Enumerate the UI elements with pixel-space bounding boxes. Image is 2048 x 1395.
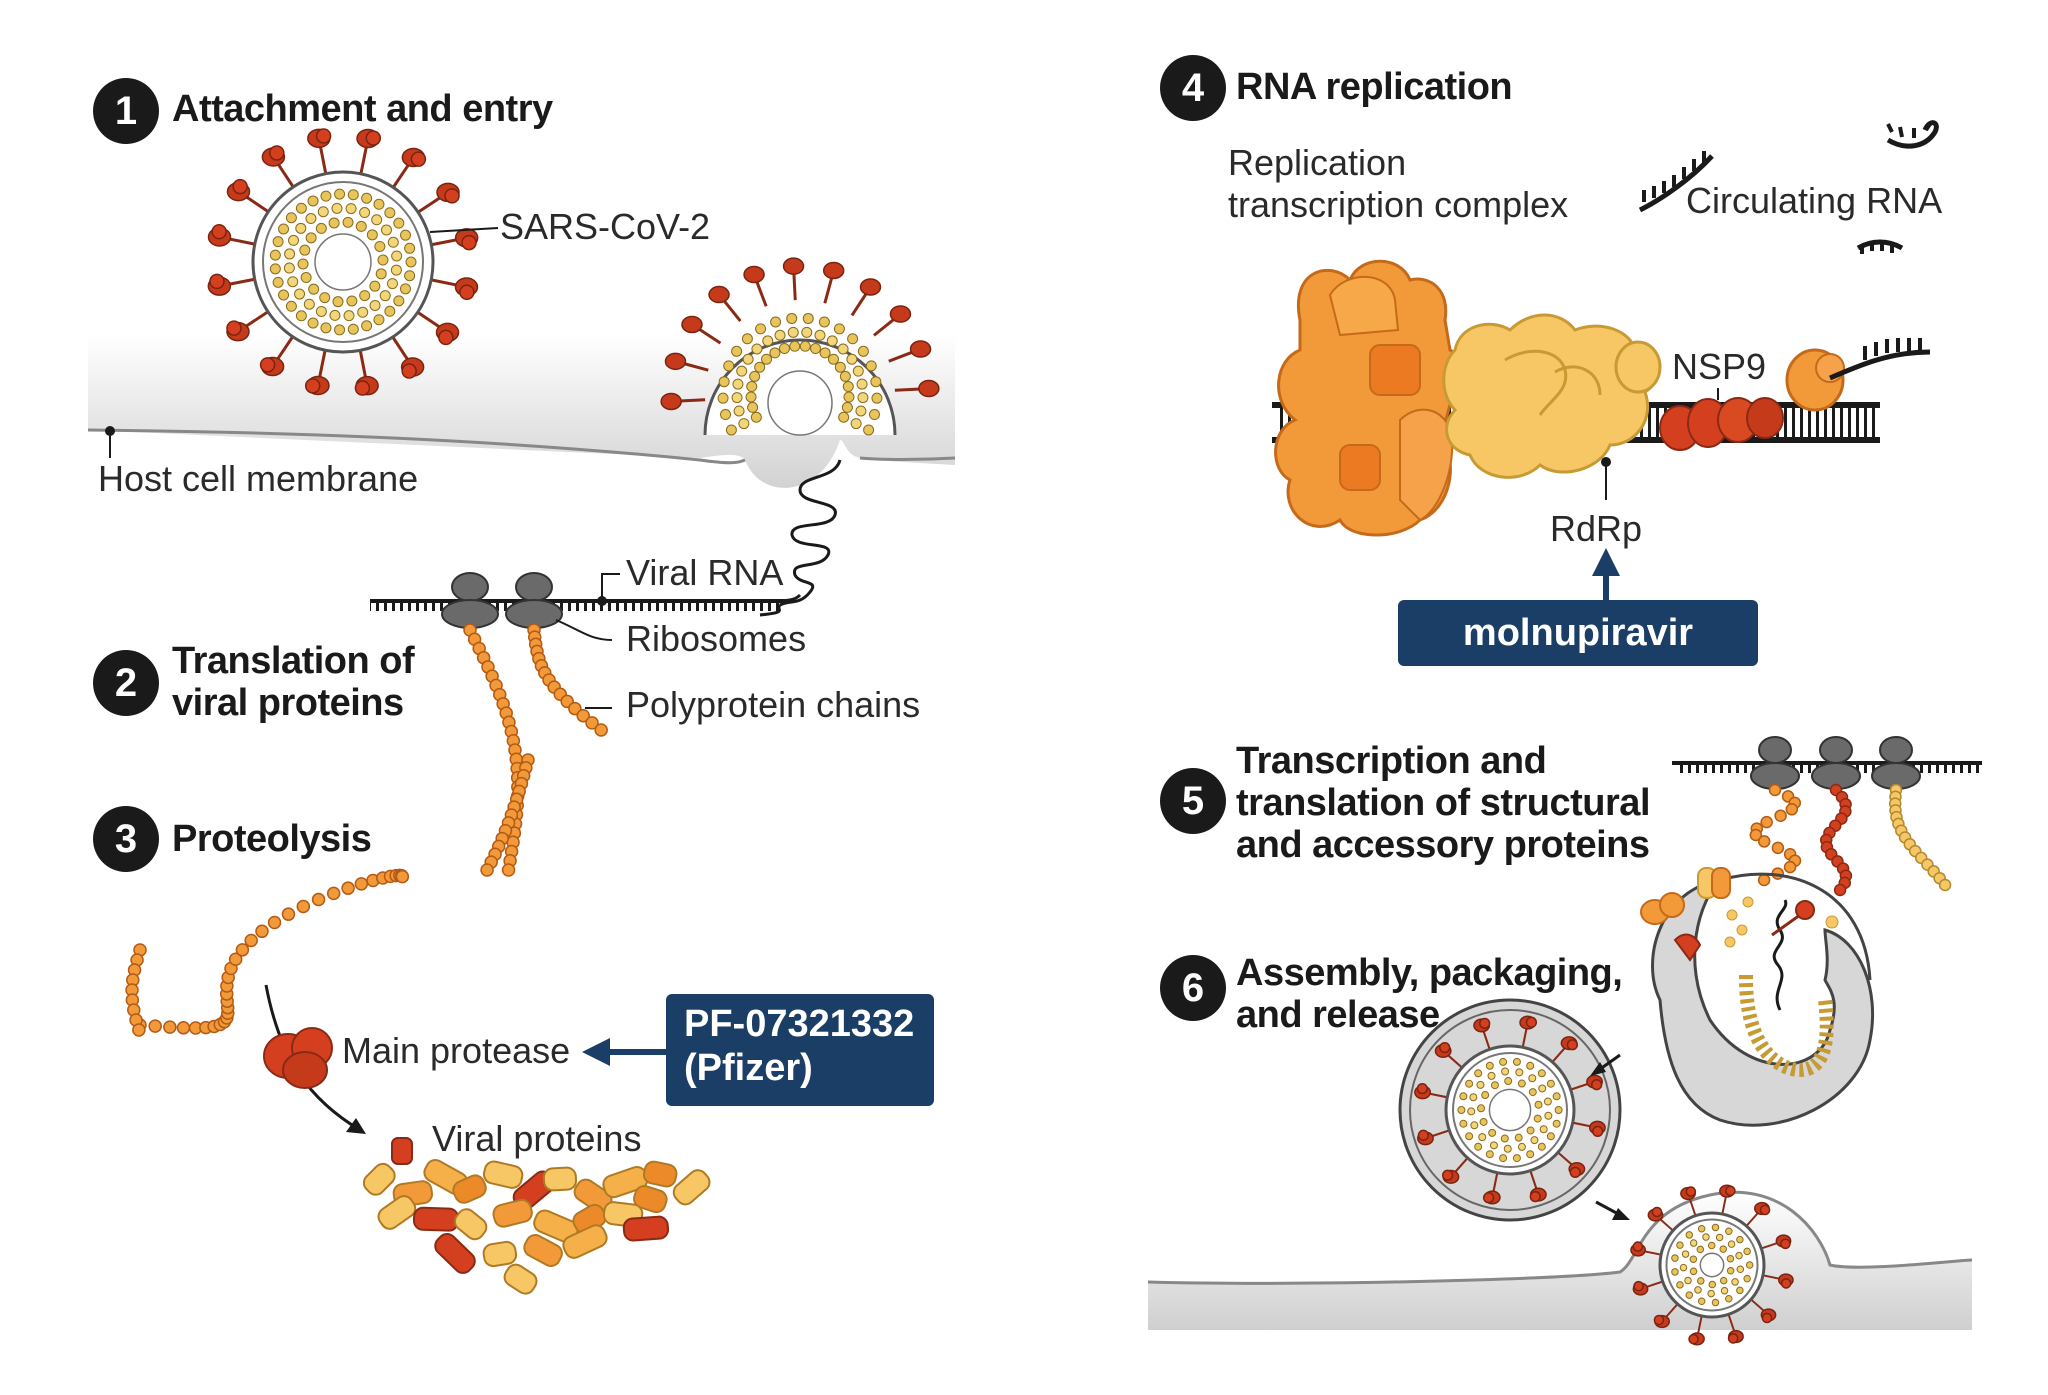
ribosome	[1750, 736, 1800, 790]
step-5-title: Transcription and translation of structu…	[1236, 740, 1651, 866]
step-3-number: 3	[93, 806, 159, 872]
step-1-title: Attachment and entry	[172, 88, 553, 130]
released-virion	[1414, 1015, 1606, 1205]
main-protease-label: Main protease	[342, 1030, 571, 1071]
merck-drug-box: molnupiravir (Merck)	[1398, 600, 1758, 720]
viral-protein-pile	[362, 1158, 711, 1295]
pfizer-drug-box: PF-07321332 (Pfizer)	[666, 994, 934, 1106]
rtc-label: Replication transcription complex	[1228, 142, 1569, 225]
polyprotein-chain	[463, 623, 535, 877]
step-4-title: RNA replication	[1236, 66, 1513, 108]
host-cell-membrane	[1148, 1192, 1972, 1330]
sars-cov-2-virion	[207, 128, 479, 396]
ribosome	[1871, 736, 1921, 790]
ribosome	[505, 572, 563, 629]
step-2-title: Translation of viral proteins	[172, 640, 415, 724]
step-5-number: 5	[1160, 768, 1226, 834]
main-protease-protein	[263, 1027, 333, 1089]
host-membrane-label: Host cell membrane	[98, 458, 419, 499]
circulating-rna-label: Circulating RNA	[1686, 180, 1943, 221]
entering-virion	[660, 257, 940, 436]
ribosome	[1811, 736, 1861, 790]
viral-rna-strand	[370, 601, 780, 611]
nsp9-label: NSP9	[1672, 346, 1767, 387]
budding-vesicle	[1651, 872, 1875, 1127]
step-6-title: Assembly, packaging, and release	[1236, 952, 1623, 1036]
ribosomes-label: Ribosomes	[626, 618, 807, 659]
step-4-number: 4	[1160, 55, 1226, 121]
structural-protein-chains	[1749, 783, 1952, 897]
sars-cov-2-label: SARS-CoV-2	[500, 206, 711, 247]
step-2-number: 2	[93, 650, 159, 716]
host-cell-membrane	[87, 428, 746, 465]
polyprotein-label: Polyprotein chains	[626, 684, 921, 725]
step-6-number: 6	[1160, 955, 1226, 1021]
viral-rna-label: Viral RNA	[626, 552, 784, 593]
step-1-number: 1	[93, 78, 159, 144]
replication-transcription-complex	[1274, 259, 1845, 537]
host-cell-membrane-right	[859, 456, 956, 461]
step-3-title: Proteolysis	[172, 818, 372, 860]
free-structural-proteins	[1640, 867, 1839, 962]
rdrp-label: RdRp	[1550, 508, 1643, 549]
viral-proteins-label: Viral proteins	[432, 1118, 642, 1159]
circulating-rna-icon	[1638, 120, 1939, 254]
rna-coil	[779, 459, 842, 607]
polyprotein-chain	[527, 623, 608, 737]
polyprotein-chain	[125, 868, 410, 1037]
budding-virion	[1630, 1184, 1794, 1346]
